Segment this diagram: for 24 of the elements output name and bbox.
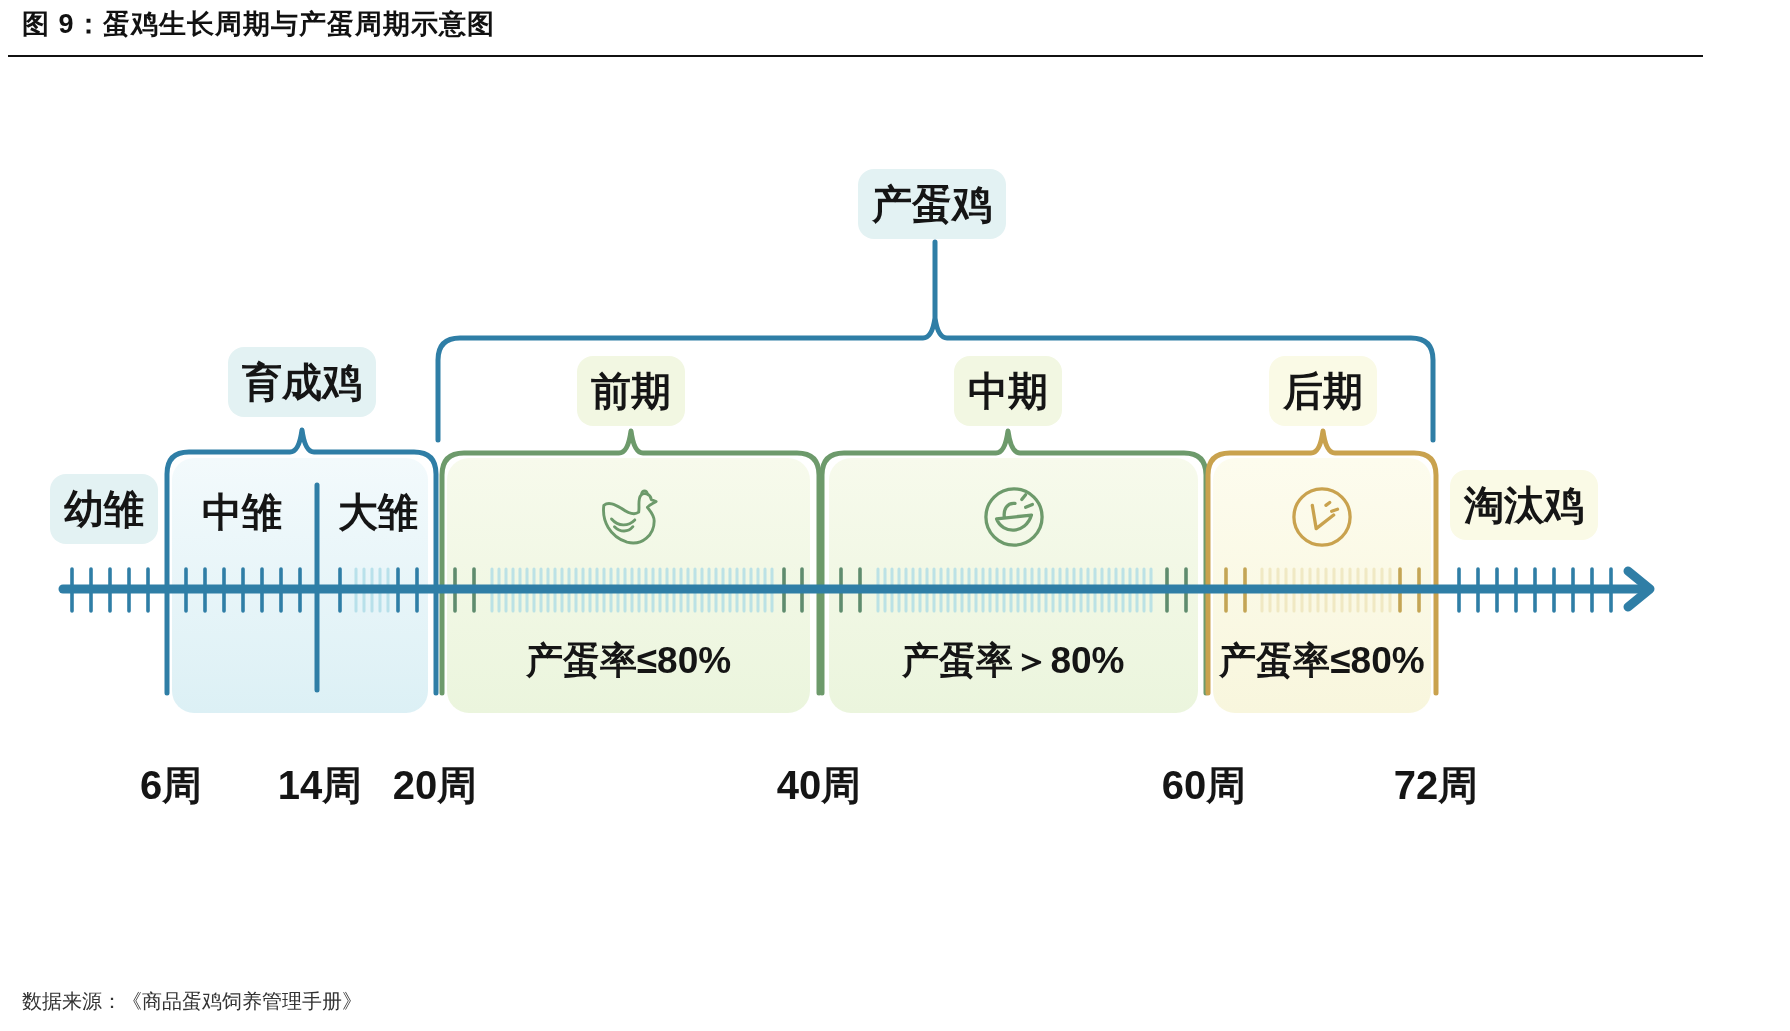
phase-band: [1213, 458, 1431, 713]
stage-tag: 育成鸡: [228, 347, 376, 417]
egg-rate-label: 产蛋率＞80%: [902, 639, 1125, 683]
week-label: 60周: [1161, 762, 1247, 809]
source-note: 数据来源：《商品蛋鸡饲养管理手册》: [22, 989, 362, 1014]
stage-tag: 前期: [577, 356, 685, 426]
phase-band: [447, 458, 810, 713]
egg-rate-label: 产蛋率≤80%: [525, 639, 732, 683]
stage-label: 中雏: [202, 488, 282, 536]
stage-tag: 幼雏: [50, 474, 158, 544]
stage-tag: 中期: [954, 356, 1062, 426]
week-label: 40周: [776, 762, 862, 809]
week-label: 72周: [1393, 762, 1479, 809]
week-label: 20周: [392, 762, 478, 809]
week-label: 14周: [277, 762, 363, 809]
stage-tag: 淘汰鸡: [1450, 470, 1598, 540]
stage-tag: 产蛋鸡: [858, 169, 1006, 239]
phase-band: [829, 458, 1198, 713]
stage-band: [172, 458, 428, 713]
week-label: 6周: [139, 762, 203, 809]
stage-tag: 后期: [1269, 356, 1377, 426]
stage-label: 大雏: [338, 488, 418, 536]
figure-title: 图 9：蛋鸡生长周期与产蛋周期示意图: [22, 8, 495, 41]
egg-rate-label: 产蛋率≤80%: [1219, 639, 1425, 683]
